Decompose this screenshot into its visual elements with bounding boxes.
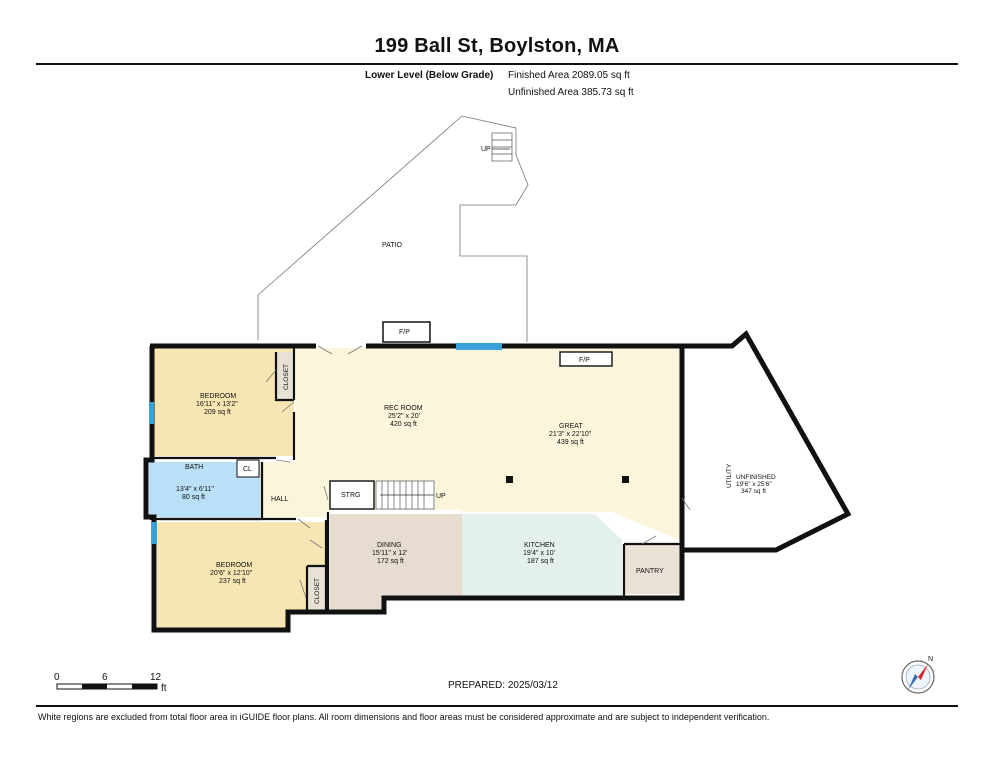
hall-label: HALL xyxy=(271,496,289,503)
bedroom1-name: BEDROOM xyxy=(200,393,236,400)
unfinished-dims: 19'6" x 25'6" xyxy=(736,481,772,488)
inside-stairs xyxy=(375,480,435,510)
level-label: Lower Level (Below Grade) xyxy=(365,70,494,81)
inside-up-label: UP xyxy=(436,493,446,500)
finished-area: Finished Area 2089.05 sq ft xyxy=(508,70,630,81)
dining-area: 172 sq ft xyxy=(377,558,404,565)
unfinished-area: 347 sq ft xyxy=(741,488,766,495)
dining-dims: 15'11" x 12' xyxy=(372,550,407,557)
compass-north-label: N xyxy=(928,656,933,663)
dining-name: DINING xyxy=(377,542,402,549)
great-dims: 21'3" x 22'10" xyxy=(549,431,592,438)
unfinished-name: UNFINISHED xyxy=(736,474,776,481)
cl-label: CL xyxy=(243,466,252,473)
bedroom1-dims: 16'11" x 13'2" xyxy=(196,401,238,408)
outdoor-fireplace xyxy=(382,321,431,343)
hall-fill xyxy=(260,462,328,517)
bedroom2-area: 237 sq ft xyxy=(219,578,246,585)
bath-area: 80 sq ft xyxy=(182,494,205,501)
pantry-fill xyxy=(624,544,680,594)
scale-unit: ft xyxy=(161,683,167,694)
rec-room-area: 420 sq ft xyxy=(390,421,417,428)
closet2-fill xyxy=(307,566,326,610)
window-bedroom2 xyxy=(152,522,157,544)
rec-great-fill xyxy=(296,348,680,540)
closet1-fill xyxy=(276,352,294,400)
pantry-label: PANTRY xyxy=(636,568,664,575)
great-fireplace xyxy=(559,351,613,367)
header-rule xyxy=(36,63,958,65)
exterior-walls xyxy=(143,330,852,633)
compass-icon xyxy=(901,660,935,694)
bedroom2-dims: 20'6" x 12'10" xyxy=(210,570,253,577)
great-area: 439 sq ft xyxy=(557,439,584,446)
closet2-label: CLOSET xyxy=(314,578,321,604)
patio-label: PATIO xyxy=(382,242,403,249)
bath-name: BATH xyxy=(185,464,203,471)
kitchen-fill xyxy=(462,514,622,596)
rec-room-name: REC ROOM xyxy=(384,405,423,412)
patio-stairs xyxy=(491,132,513,162)
disclaimer: White regions are excluded from total fl… xyxy=(38,712,770,722)
page-title: 199 Ball St, Boylston, MA xyxy=(374,35,620,57)
closet1-label: CLOSET xyxy=(283,364,290,390)
scale-tick-12: 12 xyxy=(150,672,162,683)
kitchen-area: 187 sq ft xyxy=(527,558,554,565)
kitchen-name: KITCHEN xyxy=(524,542,555,549)
column-2 xyxy=(622,476,629,483)
great-fireplace-label: F/P xyxy=(579,357,590,364)
scale-tick-6: 6 xyxy=(102,672,108,683)
interior-walls xyxy=(150,348,684,612)
bedroom2-fill xyxy=(157,522,326,630)
kitchen-dims: 19'4" x 10' xyxy=(523,550,555,557)
dining-fill xyxy=(330,514,462,610)
utility-label: UTILITY xyxy=(726,463,733,488)
scale-bar xyxy=(56,683,158,690)
doors xyxy=(265,345,691,599)
prepared-date: PREPARED: 2025/03/12 xyxy=(448,680,558,691)
storage-box xyxy=(329,480,375,510)
patio-outline xyxy=(257,115,529,342)
patio-up-label: UP xyxy=(481,146,491,153)
scale-tick-0: 0 xyxy=(54,672,60,683)
great-name: GREAT xyxy=(559,423,583,430)
bedroom1-fill xyxy=(152,348,294,456)
bedroom1-area: 209 sq ft xyxy=(204,409,231,416)
window-top xyxy=(456,343,502,350)
rec-room-dims: 25'2" x 20' xyxy=(388,413,420,420)
bath-dims: 13'4" x 6'11" xyxy=(176,486,214,493)
bedroom2-name: BEDROOM xyxy=(216,562,252,569)
footer-rule xyxy=(36,705,958,707)
window-bedroom1 xyxy=(149,402,154,424)
column-1 xyxy=(506,476,513,483)
unfinished-area: Unfinished Area 385.73 sq ft xyxy=(508,87,634,98)
strg-label: STRG xyxy=(341,492,360,499)
outdoor-fireplace-label: F/P xyxy=(399,329,410,336)
cl-fill xyxy=(236,459,260,478)
